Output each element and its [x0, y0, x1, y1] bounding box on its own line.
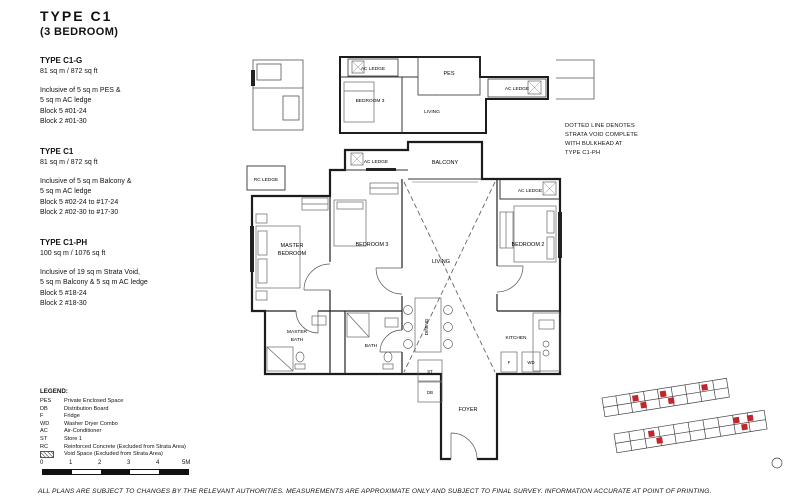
- scale-bar: 0 1 2 3 4 5M: [40, 460, 202, 475]
- room-label-master-bath: MASTER: [287, 329, 308, 335]
- upper-plan-labels: AC LEDGE PES BEDROOM 3 LIVING AC LEDGE: [356, 66, 530, 115]
- room-label-fridge: F: [508, 360, 511, 365]
- page-title: TYPE C1: [40, 8, 113, 24]
- variant-description: Inclusive of 5 sq m PES & 5 sq m AC ledg…: [40, 86, 121, 105]
- scale-tick-labels: 0 1 2 3 4 5M: [40, 460, 191, 466]
- variant-c1ph: TYPE C1-PH 100 sq m / 1076 sq ft Inclusi…: [40, 237, 225, 310]
- room-label-dining: DINING: [424, 318, 430, 335]
- key-plan: [601, 377, 783, 469]
- scale-bar-segments: [42, 469, 189, 475]
- legend-row: F Fridge: [40, 413, 80, 420]
- room-label-living: LIVING: [432, 259, 450, 265]
- variant-block-line: Block 2 #18-30: [40, 300, 87, 307]
- variant-block-line: Block 2 #01-30: [40, 118, 87, 125]
- room-label-bedroom2: BEDROOM 2: [511, 242, 544, 248]
- legend-row: DB Distribution Board: [40, 405, 109, 412]
- legend-row: PES Private Enclosed Space: [40, 398, 124, 404]
- room-label-foyer: FOYER: [459, 407, 478, 413]
- strata-void-note: DOTTED LINE DENOTES STRATA VOID COMPLETE…: [565, 123, 638, 156]
- highlighted-units: [647, 414, 754, 444]
- variant-name: TYPE C1: [40, 147, 74, 156]
- variant-name: TYPE C1-PH: [40, 238, 88, 247]
- outer-wall: [250, 140, 562, 461]
- room-label-ac-ledge: AC LEDGE: [361, 66, 385, 72]
- upper-plan-fragment: [339, 56, 549, 134]
- room-label-kitchen: KITCHEN: [505, 335, 527, 341]
- main-plan: AC LEDGE BALCONY AC LEDGE RC LEDGE MASTE…: [246, 140, 562, 461]
- upper-neighbor-unit-right: [556, 59, 595, 100]
- strata-void-dashed-lines: [403, 181, 496, 373]
- legend-row: ST Store 1: [40, 435, 83, 442]
- key-plan-marker-circle: [771, 457, 783, 469]
- disclaimer-text: ALL PLANS ARE SUBJECT TO CHANGES BY THE …: [38, 488, 712, 495]
- variant-block-line: Block 5 #02-24 to #17-24: [40, 198, 119, 206]
- room-label-bedroom3: BEDROOM 3: [355, 242, 388, 248]
- header: TYPE C1 (3 BEDROOM): [40, 8, 118, 38]
- variant-block-line: Block 2 #02-30 to #17-30: [40, 209, 119, 216]
- room-label-master-bath: BATH: [291, 337, 304, 343]
- variant-description: Inclusive of 19 sq m Strata Void, 5 sq m…: [40, 268, 148, 287]
- variant-description: Inclusive of 5 sq m Balcony & 5 sq m AC …: [40, 177, 132, 196]
- room-label-ac-ledge: AC LEDGE: [518, 188, 542, 194]
- void-hatch-swatch: [40, 451, 54, 459]
- room-label-balcony: BALCONY: [432, 160, 459, 166]
- room-label-store: ST: [427, 369, 433, 374]
- room-label-db: DB: [427, 390, 433, 395]
- main-plan-labels: AC LEDGE BALCONY AC LEDGE RC LEDGE MASTE…: [254, 159, 545, 413]
- door-swing-arcs: [295, 263, 524, 460]
- variant-name: TYPE C1-G: [40, 56, 83, 65]
- room-label-rc-ledge: RC LEDGE: [254, 177, 279, 183]
- variant-area: 81 sq m / 872 sq ft: [40, 159, 98, 166]
- room-label-bedroom3: BEDROOM 3: [356, 98, 385, 104]
- legend-row: WD Washer Dryer Combo: [40, 420, 118, 427]
- legend-title: LEGEND:: [40, 388, 68, 395]
- legend-row: AC Air-Conditioner: [40, 428, 102, 435]
- room-label-wd: WD: [527, 360, 534, 365]
- variant-area: 100 sq m / 1076 sq ft: [40, 250, 106, 257]
- legend-row: RC Reinforced Concrete (Excluded from St…: [40, 443, 186, 450]
- legend: LEGEND: PES Private Enclosed Space DB Di…: [40, 388, 250, 462]
- page-subtitle: (3 BEDROOM): [40, 26, 119, 38]
- variant-area: 81 sq m / 872 sq ft: [40, 68, 98, 75]
- room-label-master-bedroom: MASTER: [281, 243, 304, 249]
- variant-c1: TYPE C1 81 sq m / 872 sq ft Inclusive of…: [40, 146, 225, 219]
- variant-c1g: TYPE C1-G 81 sq m / 872 sq ft Inclusive …: [40, 55, 225, 128]
- room-label-living: LIVING: [424, 109, 440, 115]
- furniture: [255, 182, 561, 403]
- room-label-bath: BATH: [365, 343, 378, 349]
- room-label-ac-ledge: AC LEDGE: [364, 159, 388, 165]
- variant-block-line: Block 5 #01-24: [40, 107, 87, 115]
- upper-neighbor-unit-left: [251, 59, 304, 131]
- room-label-ac-ledge: AC LEDGE: [505, 86, 529, 92]
- highlighted-units: [632, 383, 709, 409]
- legend-row-void: Void Space (Excluded from Strata Area): [40, 451, 250, 462]
- variant-block-line: Block 5 #18-24: [40, 289, 87, 297]
- room-label-pes: PES: [443, 71, 454, 77]
- room-label-master-bedroom: BEDROOM: [278, 251, 307, 257]
